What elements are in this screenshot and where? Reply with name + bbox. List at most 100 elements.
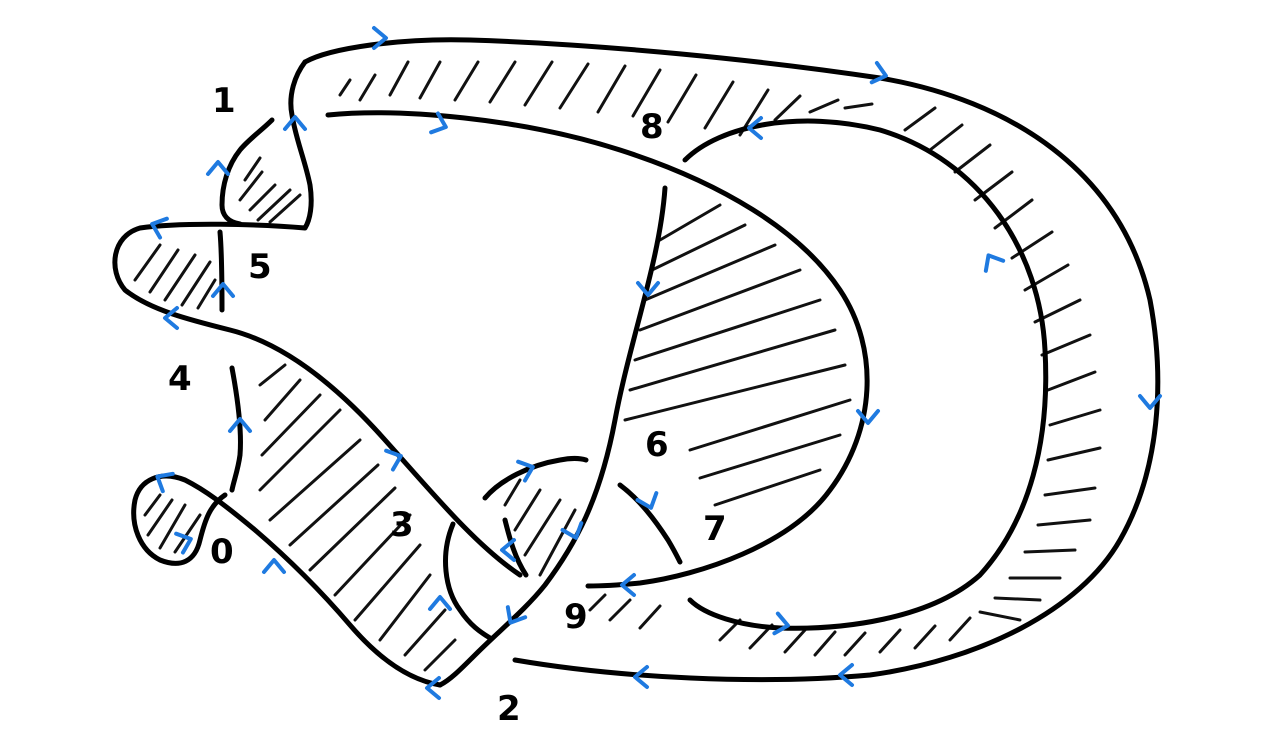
- direction-arrow-icon: [425, 676, 441, 700]
- hatch-stroke: [163, 253, 197, 302]
- hatch-stroke: [256, 188, 292, 222]
- direction-arrow-icon: [150, 216, 169, 240]
- label-1: 1: [212, 81, 236, 121]
- direction-arrow-icon: [772, 611, 790, 636]
- hatch-stroke: [658, 203, 722, 242]
- region-3-inner-arc: [443, 521, 493, 641]
- hatch-stroke: [1046, 370, 1097, 392]
- hatch-stroke: [843, 102, 874, 110]
- hatch-stroke: [513, 488, 542, 532]
- hatch-stroke: [1040, 333, 1092, 357]
- hatch-stroke: [358, 73, 377, 102]
- region-7-arc: [617, 482, 683, 565]
- outer-ring-inner-boundary: [682, 118, 1049, 631]
- hatch-stroke: [503, 478, 522, 507]
- direction-arrow-icon: [428, 595, 452, 611]
- hatch-stroke: [878, 628, 902, 654]
- direction-arrow-icon: [838, 663, 854, 687]
- direction-arrow-icon: [429, 111, 448, 135]
- hatch-stroke: [978, 610, 1022, 622]
- hatch-stroke: [180, 260, 212, 307]
- direction-arrow-icon: [206, 160, 230, 176]
- direction-arrow-icon: [174, 531, 193, 555]
- direction-arrow-icon: [516, 459, 535, 483]
- label-6: 6: [645, 425, 669, 465]
- label-3: 3: [390, 505, 414, 545]
- direction-arrow-icon: [262, 558, 286, 574]
- hatch-stroke: [773, 94, 802, 122]
- hatch-stroke: [903, 106, 937, 132]
- hatch-stroke: [488, 60, 517, 104]
- hatch-stroke: [1036, 518, 1092, 527]
- hatch-stroke: [248, 183, 277, 212]
- hatch-stroke: [196, 278, 217, 310]
- hatch-stroke: [666, 73, 698, 124]
- direction-arrow-icon: [211, 282, 235, 298]
- hatch-stroke: [808, 98, 840, 114]
- hatch-stroke: [423, 638, 457, 672]
- label-5: 5: [248, 247, 272, 287]
- direction-arrow-icon: [747, 116, 763, 140]
- direction-arrow-icon: [228, 417, 252, 433]
- lower-arm-outer: [131, 473, 443, 688]
- direction-arrow-icon: [163, 306, 179, 330]
- hatch-stroke: [333, 513, 412, 597]
- hatch-stroke: [633, 298, 822, 362]
- hatch-stroke: [260, 393, 322, 457]
- label-4: 4: [168, 359, 192, 399]
- hatch-stroke: [523, 498, 562, 557]
- hatch-stroke: [288, 463, 380, 547]
- hatch-stroke: [268, 193, 302, 224]
- hatch-stroke: [146, 498, 174, 537]
- hatch-stroke: [948, 616, 972, 642]
- hatch-stroke: [813, 630, 837, 657]
- hatch-stroke: [558, 62, 590, 110]
- hatch-stroke: [143, 493, 162, 517]
- hatch-stroke: [623, 363, 847, 422]
- hatch-stroke: [698, 433, 842, 480]
- region-3-top-arc: [482, 456, 589, 501]
- hatch-stroke: [158, 503, 187, 550]
- direction-arrow-icon: [155, 471, 175, 494]
- hatch-stroke: [631, 68, 662, 118]
- outline-curves: [112, 37, 1161, 688]
- hatch-stroke: [783, 628, 807, 654]
- hatch-stroke: [953, 143, 992, 174]
- direction-arrow-icon: [384, 448, 403, 472]
- hatch-stroke: [403, 608, 447, 657]
- hatch-stroke: [913, 624, 937, 650]
- hatch-stroke: [588, 593, 607, 612]
- region-1-spike: [219, 117, 275, 227]
- direction-arrow-icon: [372, 26, 388, 50]
- label-9: 9: [564, 597, 588, 637]
- hatch-stroke: [608, 598, 632, 622]
- direction-arrows: [150, 26, 1162, 700]
- hatch-stroke: [243, 156, 262, 182]
- hatch-stroke: [843, 631, 867, 657]
- region-4-edge: [229, 365, 244, 493]
- hatch-stroke: [688, 398, 852, 452]
- hatch-stroke: [643, 243, 777, 302]
- outer-ring-outer-boundary: [302, 37, 1161, 683]
- direction-arrow-icon: [620, 573, 636, 597]
- label-7: 7: [703, 509, 727, 549]
- hatch-stroke: [1048, 408, 1102, 427]
- hatch-stroke: [1043, 486, 1097, 497]
- region-5-divider: [217, 229, 225, 313]
- label-0: 0: [210, 532, 234, 572]
- hatch-stroke: [538, 508, 577, 577]
- direction-arrow-icon: [869, 61, 888, 85]
- hatch-stroke: [993, 198, 1034, 230]
- hatch-stroke: [263, 378, 302, 422]
- region-3-right-arc: [502, 517, 529, 578]
- hatch-stroke: [628, 328, 837, 392]
- hatch-stroke: [378, 573, 432, 642]
- hatch-stroke: [388, 60, 410, 97]
- direction-arrow-icon: [505, 605, 528, 625]
- hatch-stroke: [353, 543, 422, 622]
- direction-arrow-icon: [283, 115, 307, 131]
- hatch-stroke: [596, 64, 627, 114]
- hatch-stroke: [148, 248, 180, 294]
- hatch-stroke: [1010, 230, 1054, 260]
- hatched-regions: [133, 60, 1102, 672]
